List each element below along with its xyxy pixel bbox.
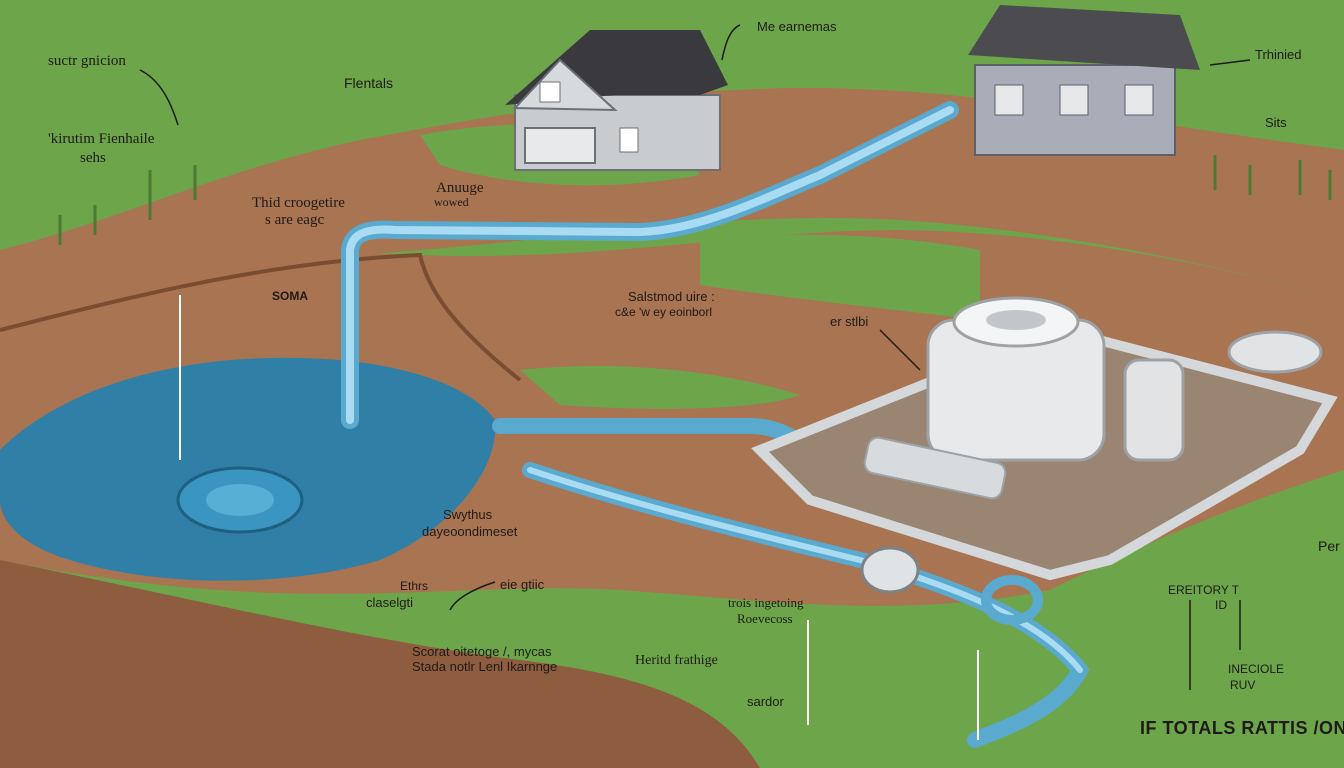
label-third-line-1: Thid croogetire — [252, 195, 345, 211]
leader-line-tank — [879, 329, 921, 371]
label-eie-gtiic: eie gtiic — [500, 577, 545, 592]
house-left — [505, 30, 728, 171]
label-bottom-right: IF TOTALS RATTIS /ON — [1140, 718, 1344, 738]
leader-line-top — [721, 24, 741, 61]
outlet-pipe — [863, 436, 1007, 500]
septic-vent — [986, 310, 1046, 330]
filter-canister — [1123, 358, 1185, 462]
grass-strip-right — [700, 234, 980, 320]
label-andue-2: wowed — [434, 195, 469, 209]
label-sardor: sardor — [747, 694, 784, 709]
label-salstmod-1: Salstmod uire : — [628, 289, 715, 304]
leader-line-bottom — [449, 581, 496, 611]
label-andue-1: Anuuge — [436, 180, 484, 196]
label-scrat-1: Scorat oitetoge /, mycas — [412, 644, 552, 659]
label-sits: Sits — [1265, 115, 1287, 130]
label-ethrs-1: Ethrs — [400, 579, 429, 593]
label-scrat-2: Stada notlr Lenl Ikarnnge — [412, 659, 558, 674]
leader-line-top-right — [1209, 59, 1251, 66]
label-flentals: Flentals — [344, 75, 394, 91]
label-trhinied: Trhinied — [1255, 47, 1302, 62]
label-trois-1: trois ingetoing — [728, 595, 804, 610]
distribution-box — [1227, 330, 1323, 374]
pond-whirl-center — [206, 484, 274, 516]
label-soma: SOMA — [272, 289, 308, 303]
label-ethrs-2: claselgti — [366, 595, 413, 610]
label-third-line-2: s are eagc — [265, 212, 325, 228]
pipe-loop — [981, 575, 1043, 625]
leader-bracket-right — [1189, 600, 1241, 690]
label-top-left-2: 'kirutim Fienhaile — [48, 131, 155, 147]
label-heritd-frathige: Heritd frathige — [635, 653, 718, 668]
label-swythus-1: Swythus — [443, 507, 493, 522]
plant-group-left — [58, 165, 197, 245]
label-me-earnemas: Me earnemas — [757, 19, 837, 34]
label-er-stlbi: er stlbi — [830, 314, 869, 329]
plant-group-right — [1213, 155, 1332, 200]
label-ereetory-1: EREITORY T — [1168, 583, 1240, 597]
label-per: Per — [1318, 538, 1340, 554]
valve-junction — [860, 546, 920, 594]
label-ereetory-2: ID — [1215, 598, 1227, 612]
label-ineciele-2: RUV — [1230, 678, 1256, 692]
house-right — [968, 5, 1200, 156]
label-top-left: suctr gnicion — [48, 53, 126, 69]
grass-strip-middle — [520, 366, 800, 409]
soil-band-lower — [0, 560, 760, 768]
pipe-upper-highlight — [346, 106, 954, 424]
label-top-left-3: sehs — [80, 150, 106, 166]
label-swythus-2: dayeoondimeset — [422, 524, 518, 539]
label-ineciele-1: INECIOLE — [1228, 662, 1285, 676]
label-trois-2: Roevecoss — [737, 611, 793, 626]
leader-line-top-left — [139, 69, 179, 126]
label-salstmod-2: c&e 'w ey eoinborl — [615, 305, 713, 319]
